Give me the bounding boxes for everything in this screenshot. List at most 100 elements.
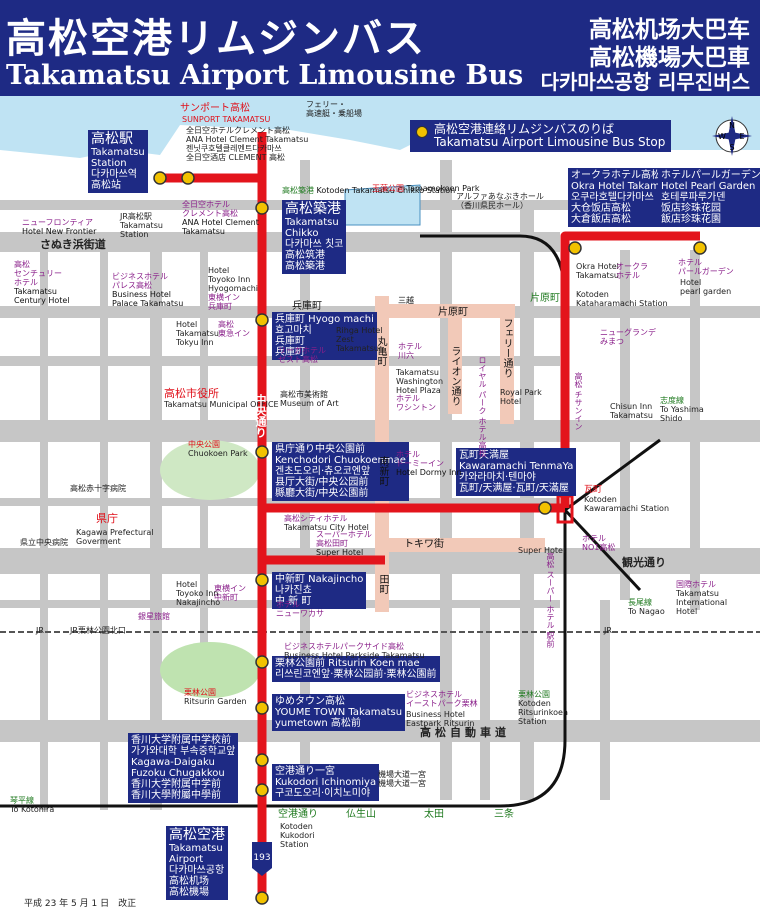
label-ritsurin-sta-4: Station <box>518 717 547 726</box>
label-city-hotel: 高松シティホテル Takamatsu City Hotel <box>284 514 369 532</box>
label-nagao-2: To Nagao <box>628 607 665 616</box>
nagao-line <box>563 508 642 592</box>
label-okura-ja-1: オークラ <box>616 262 648 271</box>
label-kencho-en: Kagawa Prefectural Goverment <box>76 528 153 546</box>
arcade-kataharamachi <box>375 304 515 318</box>
label-kukodori-sta-en: Kotoden Kukodori Station <box>280 822 315 849</box>
label-rihga-1: リーガホテル <box>278 346 326 355</box>
title-en: Takamatsu Airport Limousine Bus <box>6 60 524 91</box>
stop-ritsurin-multi: 리쓰린코엔앞·栗林公园前·栗林公園前 <box>275 669 437 680</box>
stop-kukodori-ja: 空港通り一宮 <box>275 766 335 777</box>
label-marugame: 丸亀町 <box>375 336 386 366</box>
label-okura-hotel-2: Takamatsu <box>576 271 619 280</box>
stop-okra-zh2: 大倉飯店高松 <box>571 214 631 225</box>
stop-chikko-en1: Takamatsu <box>285 217 339 228</box>
stop-kukodori-en: Kukodori Ichinomiya <box>275 777 377 788</box>
label-mitsukoshi: 三越 <box>398 296 414 305</box>
label-red-cross: 高松赤十字病院 <box>70 484 126 493</box>
label-new-wakasa-1: ホテル <box>276 600 300 609</box>
stop-label-kawaramachi: 瓦町天満屋 Kawaramachi TenmaYa 카와라마치·텐마야 瓦町/天… <box>456 448 577 496</box>
label-super-hotel2-1: 高松 <box>546 552 555 568</box>
label-century: 高松 センチュリー ホテル Takamatsu Century Hotel <box>14 260 70 305</box>
label-ana-clement2-1: 全日空ホテル <box>182 200 230 209</box>
stop-okra-en: Okra Hotel Takamatsu <box>571 181 682 192</box>
label-okura-hotel-1: Okra Hotel <box>576 262 619 271</box>
label-chikko-sta-1: 高松築港 <box>282 186 314 195</box>
label-washington: ホテル ワシントン <box>396 394 436 412</box>
stop-marker-chikko <box>255 201 269 215</box>
stop-ritsurin-ja: 栗林公園前 Ritsurin Koen mae <box>275 658 420 669</box>
stop-marker-kenchodori <box>255 445 269 459</box>
label-kencho-en-2: Goverment <box>76 537 121 546</box>
label-tokyu-2: Takamatsu <box>176 329 219 338</box>
label-kawaramachi-sta-2: Kotoden <box>584 495 617 504</box>
label-tokyu-ja-2: 東急イン <box>218 329 250 338</box>
stop-okra-ko: 오쿠라호텔다카마쓰 <box>571 192 654 203</box>
label-washington-en: Takamatsu Washington Hotel Plaza <box>396 368 443 395</box>
label-nagao: 長尾線 To Nagao <box>628 598 665 616</box>
label-busshozan: 仏生山 <box>346 809 376 820</box>
stop-okra-zh1: 大仓饭店高松 <box>571 203 631 214</box>
label-super-hotel-1: スーパーホテル <box>316 530 372 539</box>
label-tokyu-ja-1: 高松 <box>218 320 234 329</box>
label-jr-station-2: Takamatsu <box>120 221 163 230</box>
road-v11 <box>600 600 610 800</box>
stop-airport-ko: 다카마쓰공항 <box>169 865 225 876</box>
stop-marker-airport <box>255 891 269 905</box>
label-shido-2: To Yashima <box>660 405 704 414</box>
label-jr-east: JR <box>604 626 612 635</box>
label-pearl-ja: ホテル パールガーデン <box>678 258 734 276</box>
legend-en: Takamatsu Airport Limousine Bus Stop <box>434 135 666 149</box>
stop-chikko-zh1: 高松筑港 <box>285 250 325 261</box>
label-rihga-en-3: Takamatsu <box>336 344 379 353</box>
stop-chikko-ko: 다카마쓰 칫코 <box>285 239 344 250</box>
label-pearl-en-1: Hotel <box>680 278 702 287</box>
stop-kenchodori-zh2: 縣廳大街/中央公園前 <box>275 488 369 499</box>
stop-kagawa-en1: Kagawa-Daigaku <box>131 757 215 768</box>
label-eastpark-en-2: Eastpark Ritsurin <box>406 719 475 728</box>
label-chuo-dori: 中央通り <box>254 394 267 438</box>
legend-ja: 高松空港連絡リムジンバスのりば <box>434 122 615 136</box>
route-map: 193 N E S W <box>0 96 760 905</box>
stop-nakajincho-zh: 中 新 町 <box>275 596 312 607</box>
label-cityhall-2: Takamatsu Municipal OFFICE <box>164 400 279 409</box>
stop-label-youmetown: ゆめタウン高松 YOUME TOWN Takamatsu yumetown 高松… <box>272 694 406 731</box>
label-chuokoen: 中央公園 Chuokoen Park <box>188 440 248 458</box>
label-rihga-en-2: Zest <box>336 335 354 344</box>
label-ritsurin-garden-2: Ritsurin Garden <box>184 697 247 706</box>
label-royal-en-2: Hotel <box>500 397 522 406</box>
stop-kagawa-en2: Fuzoku Chugakkou <box>131 768 225 779</box>
label-chuokoen-1: 中央公園 <box>188 440 220 449</box>
label-new-wakasa: ホテル ニューワカサ <box>276 600 324 618</box>
stop-marker-youmetown <box>255 701 269 715</box>
bus-stop-markers <box>153 171 707 905</box>
road-mid1 <box>0 356 560 366</box>
stop-kagawa-ko: 가가와대학 부속중학교앞 <box>131 746 236 757</box>
label-cityhall: 高松市役所 Takamatsu Municipal OFFICE <box>164 387 279 410</box>
label-dormy-1: ホテル <box>396 450 420 459</box>
label-super-hotel2-en: Super Hotel <box>518 546 566 555</box>
stop-label-pearl: ホテルパールガーデン前 Hotel Pearl Garden 호테루파루가덴 饭… <box>658 168 760 227</box>
label-chisun: 高松 チサンイン <box>574 372 583 431</box>
label-royal-2: パーク <box>478 390 487 415</box>
label-chikko-sta-2: Kotoden Takamatsu <box>316 186 395 195</box>
label-date: 平成 23 年 5 月 1 日 改正 <box>24 899 137 909</box>
road-v4 <box>40 250 48 810</box>
legend-stop-icon <box>416 126 428 138</box>
arcade-raion <box>448 304 462 414</box>
stop-station-zh: 高松站 <box>91 180 121 191</box>
stop-label-kukodori: 空港通り一宮 Kukodori Ichinomiya 구코도오리·이치노미야 <box>272 764 380 801</box>
label-royal-1: ロイヤル <box>478 356 487 388</box>
label-kukodori-sta-en-3: Station <box>280 840 309 849</box>
stop-marker-pearl <box>693 241 707 255</box>
label-cityhall-1: 高松市役所 <box>164 387 219 400</box>
stop-label-station: 高松駅 Takamatsu Station 다카마쓰역 高松站 <box>88 130 148 193</box>
label-washington-1: ホテル <box>396 394 420 403</box>
label-toyoko-naka: 東横イン 中新町 <box>214 584 246 602</box>
label-royal-en: Royal Park Hotel <box>500 388 542 406</box>
stop-label-nakajincho: 中新町 Nakajincho 나카진쵸 中 新 町 <box>272 572 367 609</box>
label-rihga-2: ゼスト高松 <box>278 355 318 364</box>
label-chikko-sta-3: Chikko Station <box>397 186 456 195</box>
label-ritsurin-garden: 栗林公園 Ritsurin Garden <box>184 688 247 706</box>
shido-line <box>564 438 661 512</box>
